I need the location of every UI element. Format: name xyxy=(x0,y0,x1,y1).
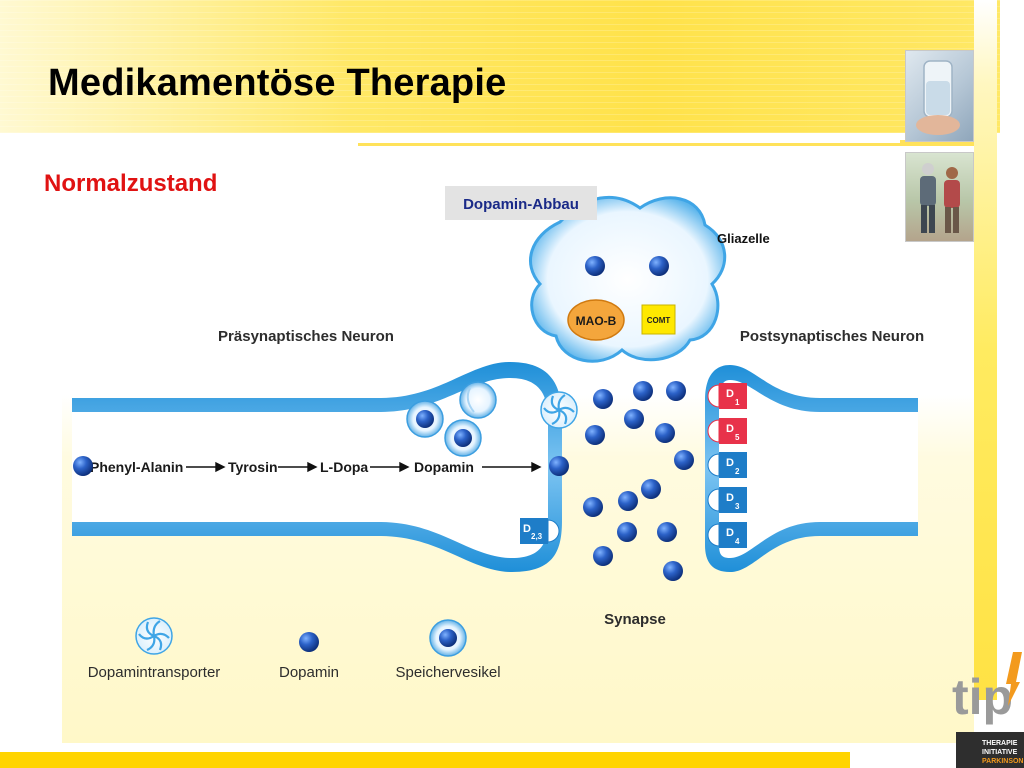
pathway-step-tyrosin: Tyrosin xyxy=(228,459,278,475)
dopamine-molecule xyxy=(593,546,613,566)
receptor-d4: D 4 xyxy=(707,522,747,548)
mao-b-enzyme: MAO-B xyxy=(567,299,625,341)
svg-text:4: 4 xyxy=(735,537,740,546)
dopamine-molecule xyxy=(674,450,694,470)
receptor-d3: D 3 xyxy=(707,487,747,513)
svg-text:D: D xyxy=(523,523,531,535)
dopamine-molecule xyxy=(585,256,605,276)
svg-text:D: D xyxy=(726,527,734,539)
legend-vesicle-icon xyxy=(429,619,467,657)
autoreceptor-d23: D 2,3 xyxy=(520,518,560,544)
logo-line-2: INITIATIVE xyxy=(982,749,1018,756)
storage-vesicle-filled xyxy=(444,419,482,457)
receptor-d2: D 2 xyxy=(707,452,747,478)
svg-text:3: 3 xyxy=(735,502,740,511)
presynaptic-label: Präsynaptisches Neuron xyxy=(218,328,394,345)
dopamine-molecule xyxy=(73,456,93,476)
photo-couple-walking xyxy=(905,152,974,242)
legend-transporter-icon xyxy=(135,617,173,655)
receptor-d5: D 5 xyxy=(707,418,747,444)
logo-brand: tip xyxy=(952,669,1014,725)
legend: Dopamintransporter Dopamin Speichervesik… xyxy=(88,617,501,681)
logo-dark-block xyxy=(956,732,1024,768)
storage-vesicle-empty xyxy=(459,381,497,419)
svg-text:COMT: COMT xyxy=(647,316,671,325)
dopamine-molecule xyxy=(649,256,669,276)
dopamine-molecule xyxy=(663,561,683,581)
photo-water-glass xyxy=(905,50,974,142)
logo-line-1: THERAPIE xyxy=(982,740,1018,747)
dopamine-molecule xyxy=(657,522,677,542)
pathway-step-phenylalanin: Phenyl-Alanin xyxy=(90,459,183,475)
svg-text:D: D xyxy=(726,492,734,504)
comt-enzyme: COMT xyxy=(641,304,676,335)
dopamine-molecule xyxy=(583,497,603,517)
dopamine-molecule xyxy=(641,479,661,499)
svg-text:2,3: 2,3 xyxy=(531,532,543,541)
storage-vesicle-filled xyxy=(406,400,444,438)
dopamine-molecule xyxy=(585,425,605,445)
dopamine-molecules xyxy=(73,256,694,581)
svg-text:D: D xyxy=(726,423,734,435)
page-title: Medikamentöse Therapie xyxy=(48,62,507,104)
legend-dopamine-label: Dopamin xyxy=(279,664,339,681)
legend-transporter-label: Dopamintransporter xyxy=(88,664,221,681)
gliazelle-label: Gliazelle xyxy=(717,231,770,246)
svg-text:MAO-B: MAO-B xyxy=(576,314,617,328)
receptor-d1: D 1 xyxy=(707,383,747,409)
bottom-accent-bar xyxy=(0,752,850,768)
dopamin-abbau-label: Dopamin-Abbau xyxy=(445,186,597,220)
right-accent-band xyxy=(974,0,997,700)
tip-logo: tip THERAPIE INITIATIVE PARKINSON xyxy=(952,650,1024,768)
dopamine-molecule xyxy=(633,381,653,401)
dopamine-molecule xyxy=(593,389,613,409)
glia-cell xyxy=(529,195,727,363)
synapse-label: Synapse xyxy=(604,611,666,628)
header-divider-line xyxy=(358,143,974,146)
dopamine-molecule xyxy=(617,522,637,542)
dopamine-molecule xyxy=(666,381,686,401)
legend-dopamine-icon xyxy=(299,632,319,652)
dopamine-molecule xyxy=(618,491,638,511)
dopamine-transporter-icon xyxy=(540,391,578,429)
logo-bolt-icon xyxy=(1006,652,1022,706)
header-band xyxy=(0,0,1000,133)
dopamine-molecule xyxy=(549,456,569,476)
dopamine-molecule xyxy=(655,423,675,443)
svg-text:2: 2 xyxy=(735,467,740,476)
svg-text:1: 1 xyxy=(735,398,740,407)
pathway-arrows xyxy=(186,461,542,473)
synthesis-pathway: Phenyl-Alanin Tyrosin L-Dopa Dopamin xyxy=(90,459,542,475)
svg-text:D: D xyxy=(726,457,734,469)
legend-vesicle-label: Speichervesikel xyxy=(395,664,500,681)
svg-text:D: D xyxy=(726,388,734,400)
pathway-step-dopamin: Dopamin xyxy=(414,459,474,475)
dopamine-molecule xyxy=(624,409,644,429)
svg-text:5: 5 xyxy=(735,433,740,442)
postsynaptic-neuron xyxy=(705,365,918,572)
logo-line-3: PARKINSON xyxy=(982,758,1024,765)
page-subtitle: Normalzustand xyxy=(44,170,218,197)
postsynaptic-label: Postsynaptisches Neuron xyxy=(740,328,924,345)
pathway-step-l-dopa: L-Dopa xyxy=(320,459,368,475)
svg-text:Dopamin-Abbau: Dopamin-Abbau xyxy=(463,196,579,213)
